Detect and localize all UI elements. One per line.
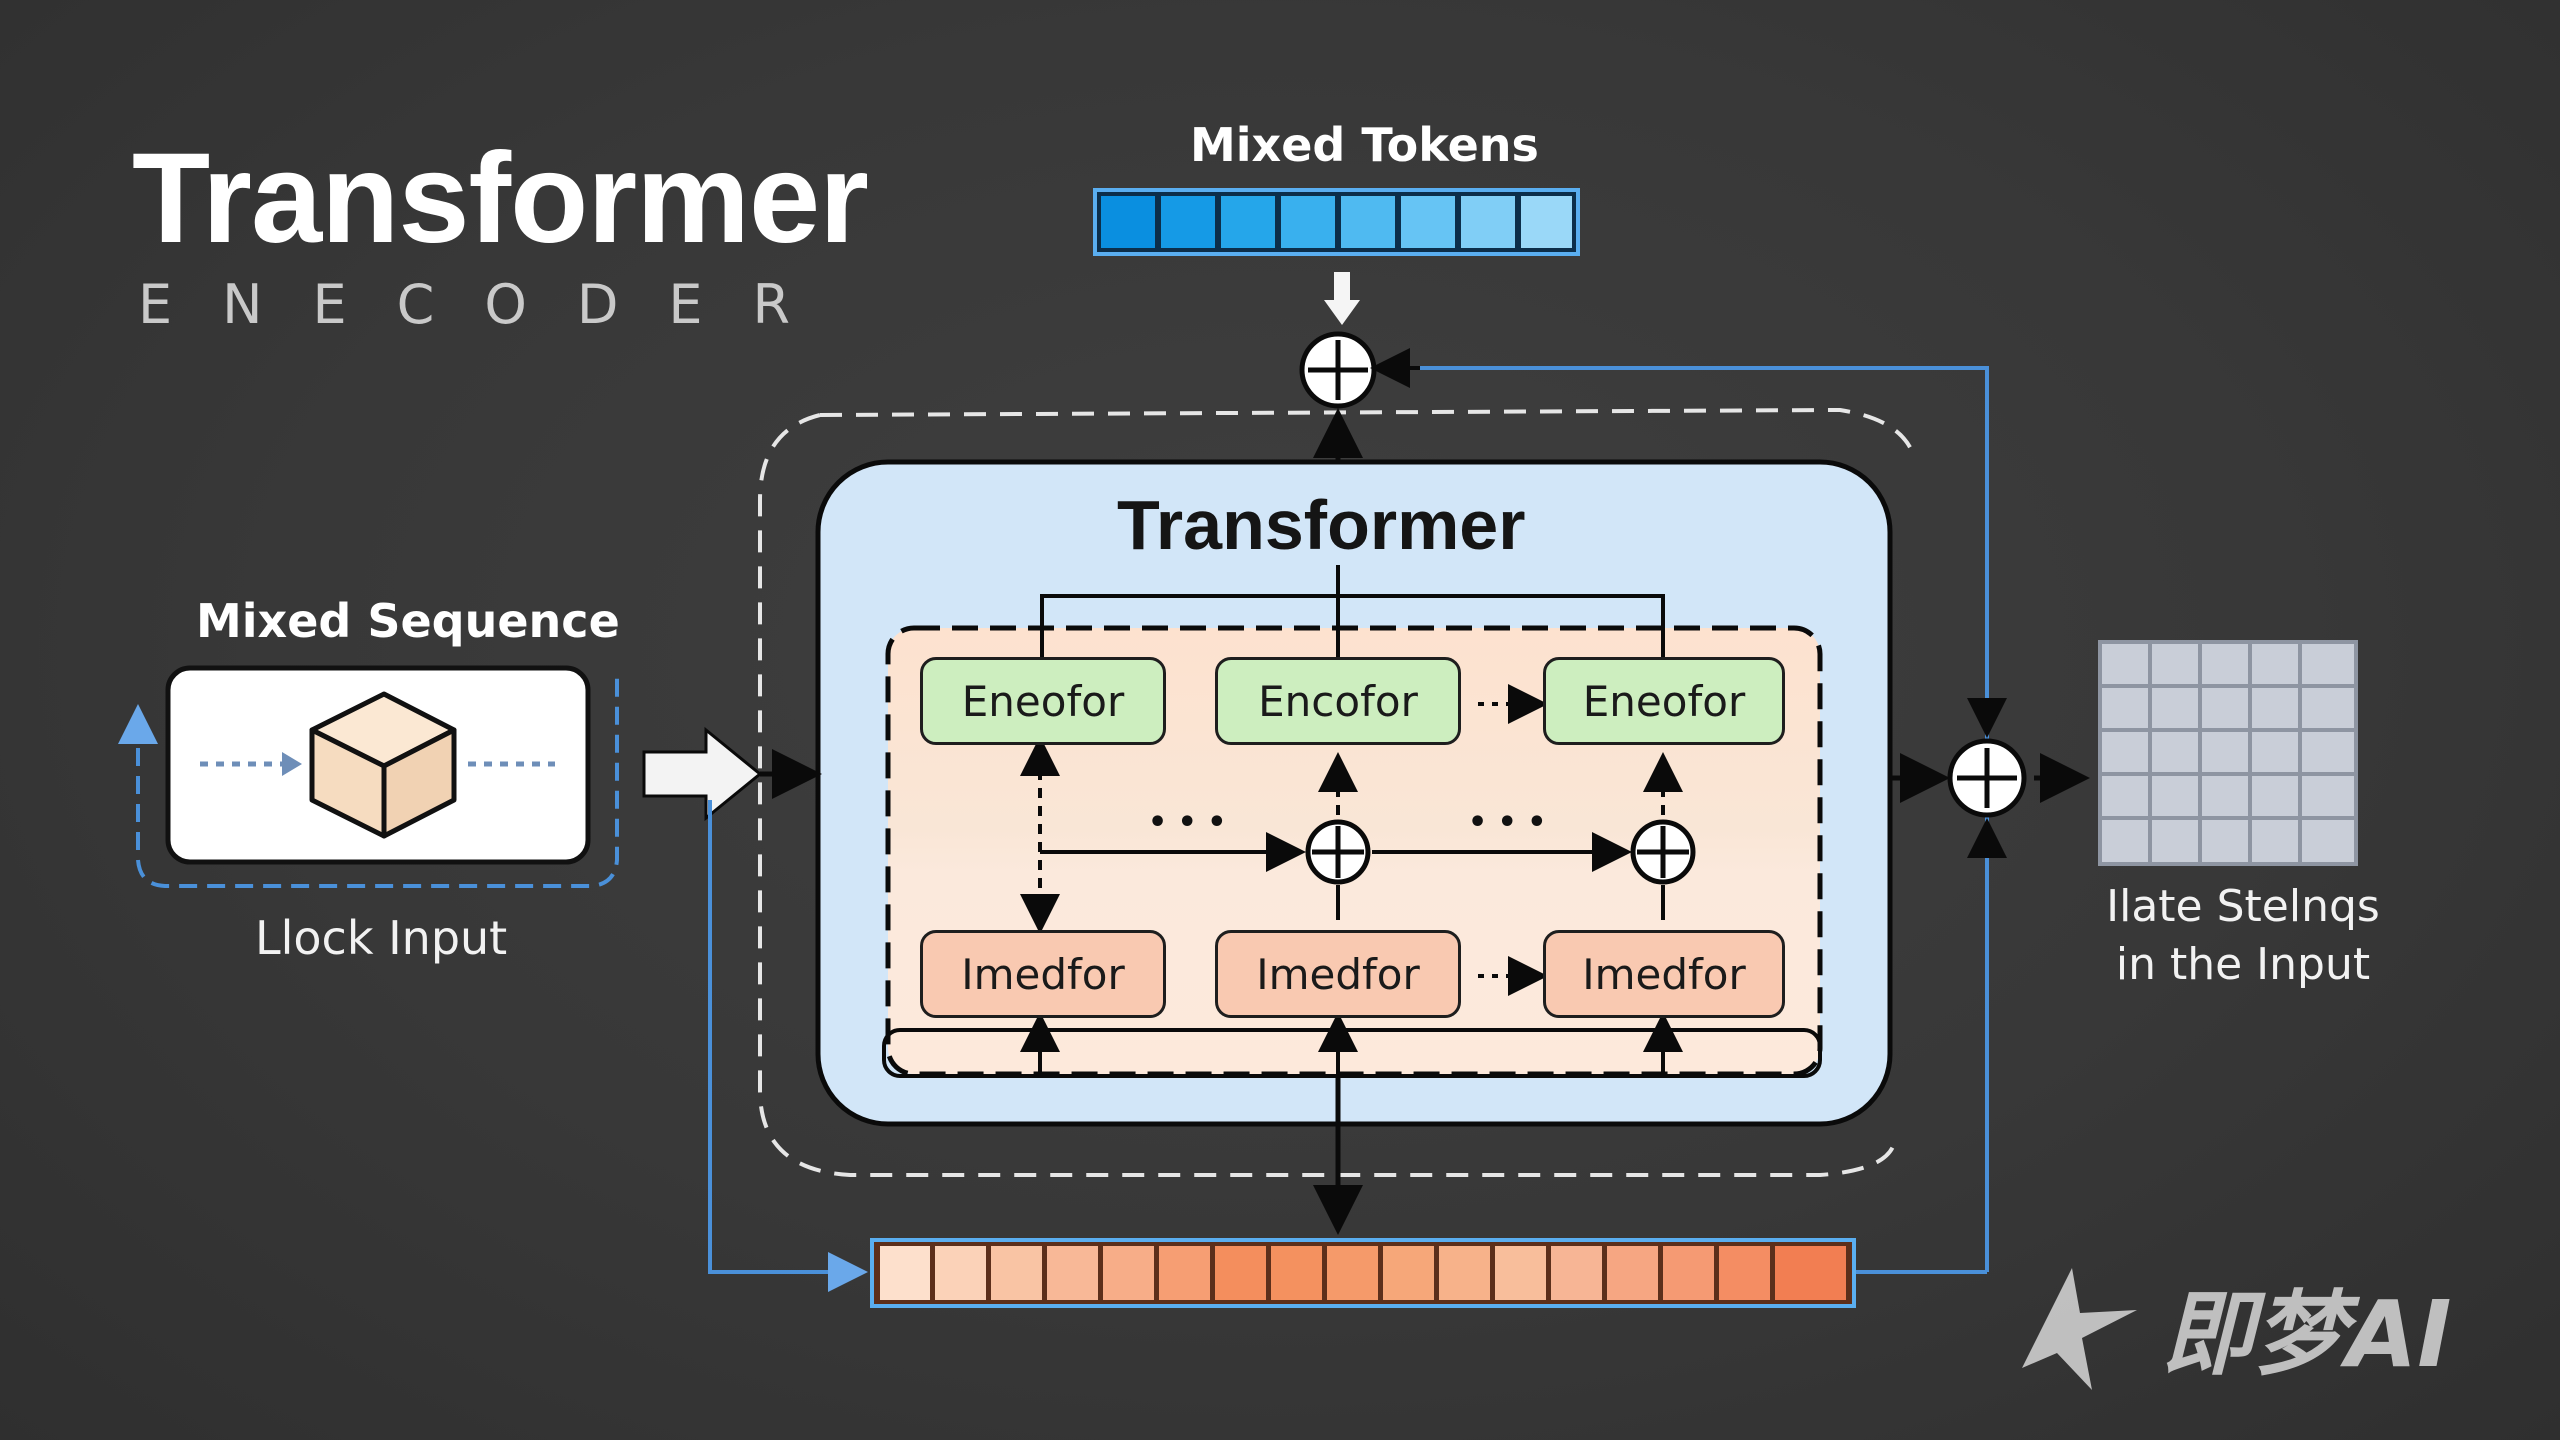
encoder-block-3: Eneofor	[1543, 657, 1785, 745]
decoder-block-2: Imedfor	[1215, 930, 1461, 1018]
decoder-block-3: Imedfor	[1543, 930, 1785, 1018]
top-sum-node	[1299, 331, 1377, 409]
grid-output-icon	[2098, 640, 2358, 866]
state-label-line1: Ilate Stelnqs	[2106, 881, 2380, 932]
state-label-line2: in the Input	[2115, 939, 2371, 990]
arrow-right-icon	[642, 726, 763, 822]
mixed-sequence-label: Mixed Sequence	[196, 594, 620, 648]
mixed-tokens-bar	[1093, 188, 1580, 256]
page-subtitle: ENECODER	[138, 273, 841, 336]
cube-icon	[309, 691, 457, 839]
transformer-panel-title: Transformer	[1117, 486, 1526, 564]
encoder-block-2: Encofor	[1215, 657, 1461, 745]
sum-node-middle-1	[1305, 819, 1371, 885]
decoder-block-1: Imedfor	[920, 930, 1166, 1018]
ellipsis-left: • • •	[1148, 805, 1227, 840]
page-title: Transformer	[132, 127, 869, 270]
watermark-logo: 即梦AI	[2022, 1268, 2451, 1390]
svg-text:即梦AI: 即梦AI	[2162, 1281, 2451, 1388]
bottom-token-bar	[870, 1238, 1856, 1308]
mixed-tokens-label: Mixed Tokens	[1190, 118, 1539, 172]
encoder-block-1: Eneofor	[920, 657, 1166, 745]
ellipsis-right: • • •	[1468, 805, 1547, 840]
block-input-label: Llock Input	[255, 911, 508, 965]
output-sum-node	[1947, 738, 2027, 818]
sum-node-middle-2	[1630, 819, 1696, 885]
